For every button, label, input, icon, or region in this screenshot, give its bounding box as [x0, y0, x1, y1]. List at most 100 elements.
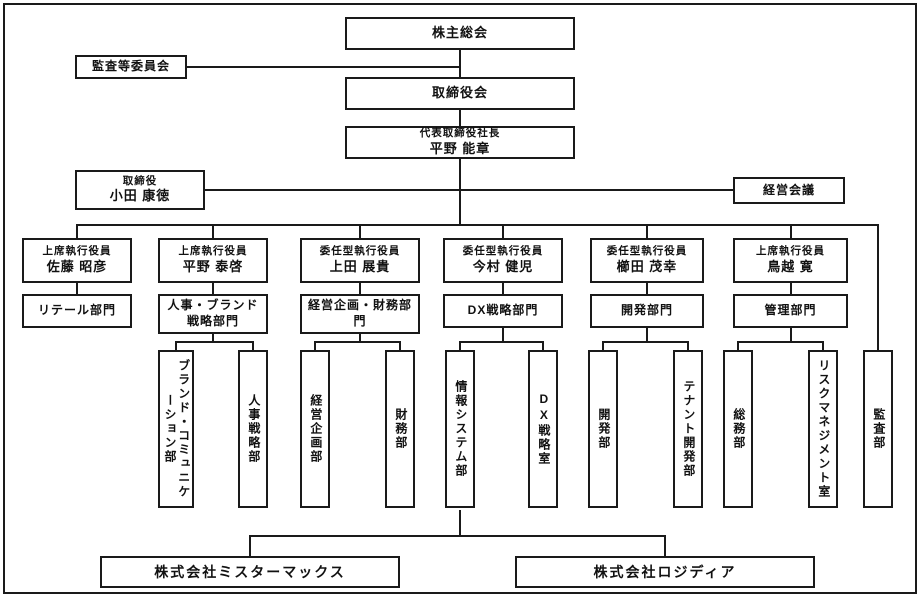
connector-line — [646, 226, 648, 238]
executive-name: 平野 泰啓 — [182, 258, 244, 274]
connector-line — [459, 110, 461, 126]
connector-line — [790, 226, 792, 238]
executive-title: 上席執行役員 — [178, 245, 248, 258]
executive-box-6: 上席執行役員 鳥越 寛 — [733, 238, 848, 283]
connector-line — [542, 341, 544, 350]
management-council-box: 経営会議 — [733, 177, 845, 204]
president-box: 代表取締役社長 平野 能章 — [345, 126, 575, 159]
connector-line — [252, 341, 254, 350]
connector-line — [212, 334, 214, 342]
connector-line — [76, 224, 879, 226]
executive-name: 櫛田 茂幸 — [616, 258, 678, 274]
division-label: リテール部門 — [37, 303, 116, 318]
department-label: 財務部 — [393, 408, 408, 450]
connector-line — [790, 328, 792, 342]
connector-line — [790, 283, 792, 294]
connector-line — [187, 66, 460, 68]
connector-line — [359, 283, 361, 294]
connector-line — [646, 283, 648, 294]
connector-line — [737, 341, 739, 350]
connector-line — [459, 341, 461, 350]
audit-committee-box: 監査等委員会 — [75, 55, 187, 79]
subsidiary-label: 株式会社ミスターマックス — [154, 563, 346, 580]
executive-box-4: 委任型執行役員 今村 健児 — [443, 238, 563, 283]
connector-line — [459, 159, 461, 226]
connector-line — [359, 226, 361, 238]
executive-title: 上席執行役員 — [42, 245, 112, 258]
division-label: 人事・ブランド戦略部門 — [167, 298, 259, 328]
division-label: 開発部門 — [620, 303, 673, 318]
connector-line — [459, 510, 461, 536]
connector-line — [314, 341, 401, 343]
department-box-risk-management: リスクマネジメント室 — [808, 350, 838, 508]
director-title: 取締役 — [122, 174, 158, 187]
connector-line — [737, 341, 824, 343]
department-box-finance: 財務部 — [385, 350, 415, 508]
executive-box-1: 上席執行役員 佐藤 昭彦 — [22, 238, 132, 283]
subsidiary-label: 株式会社ロジディア — [593, 563, 737, 580]
department-label: DX戦略室 — [536, 392, 551, 466]
department-label: ブランド・コミュニケーション部 — [163, 359, 191, 499]
connector-line — [602, 341, 689, 343]
connector-line — [877, 226, 879, 350]
audit-committee-label: 監査等委員会 — [91, 59, 170, 74]
department-label: 人事戦略部 — [246, 394, 261, 464]
executive-title: 委任型執行役員 — [319, 245, 401, 258]
department-box-tenant-development: テナント開発部 — [673, 350, 703, 508]
department-box-dx-strategy-office: DX戦略室 — [528, 350, 558, 508]
executive-box-2: 上席執行役員 平野 泰啓 — [158, 238, 268, 283]
executive-name: 鳥越 寛 — [767, 258, 814, 274]
division-box-retail: リテール部門 — [22, 294, 132, 328]
division-box-development: 開発部門 — [590, 294, 704, 328]
connector-line — [212, 283, 214, 294]
shareholders-meeting-box: 株主総会 — [345, 17, 575, 50]
connector-line — [502, 328, 504, 342]
executive-name: 上田 展貴 — [329, 258, 391, 274]
division-box-administration: 管理部門 — [733, 294, 848, 328]
chart-border — [3, 3, 917, 594]
director-name: 小田 康徳 — [109, 188, 171, 204]
president-name: 平野 能章 — [429, 140, 491, 156]
division-label: DX戦略部門 — [467, 303, 539, 318]
director-box: 取締役 小田 康徳 — [75, 170, 205, 210]
connector-line — [249, 535, 666, 537]
connector-line — [314, 341, 316, 350]
department-box-development: 開発部 — [588, 350, 618, 508]
department-label: 開発部 — [596, 408, 611, 450]
division-box-planning-finance: 経営企画・財務部門 — [300, 294, 420, 334]
division-box-hr-brand: 人事・ブランド戦略部門 — [158, 294, 268, 334]
connector-line — [602, 341, 604, 350]
department-box-audit: 監査部 — [863, 350, 893, 508]
executive-title: 委任型執行役員 — [462, 245, 544, 258]
connector-line — [175, 341, 254, 343]
executive-name: 佐藤 昭彦 — [46, 258, 108, 274]
board-of-directors-label: 取締役会 — [431, 85, 488, 101]
department-label: 総務部 — [731, 408, 746, 450]
connector-line — [359, 334, 361, 342]
management-council-label: 経営会議 — [762, 182, 815, 197]
connector-line — [646, 328, 648, 342]
connector-line — [399, 341, 401, 350]
executive-box-5: 委任型執行役員 櫛田 茂幸 — [590, 238, 704, 283]
connector-line — [212, 226, 214, 238]
subsidiary-box-logidia: 株式会社ロジディア — [515, 556, 815, 588]
connector-line — [175, 341, 177, 350]
executive-title: 上席執行役員 — [756, 245, 825, 258]
connector-line — [459, 341, 544, 343]
shareholders-meeting-label: 株主総会 — [431, 25, 488, 41]
connector-line — [459, 50, 461, 77]
connector-line — [205, 189, 733, 191]
division-label: 経営企画・財務部門 — [307, 298, 412, 328]
department-box-general-affairs: 総務部 — [723, 350, 753, 508]
connector-line — [502, 226, 504, 238]
connector-line — [822, 341, 824, 350]
department-box-information-systems: 情報システム部 — [445, 350, 475, 508]
executive-box-3: 委任型執行役員 上田 展貴 — [300, 238, 420, 283]
department-box-corporate-planning: 経営企画部 — [300, 350, 330, 508]
department-label: 監査部 — [871, 408, 886, 450]
connector-line — [664, 537, 666, 556]
connector-line — [76, 226, 78, 238]
division-label: 管理部門 — [764, 303, 817, 318]
connector-line — [687, 341, 689, 350]
connector-line — [249, 537, 251, 556]
